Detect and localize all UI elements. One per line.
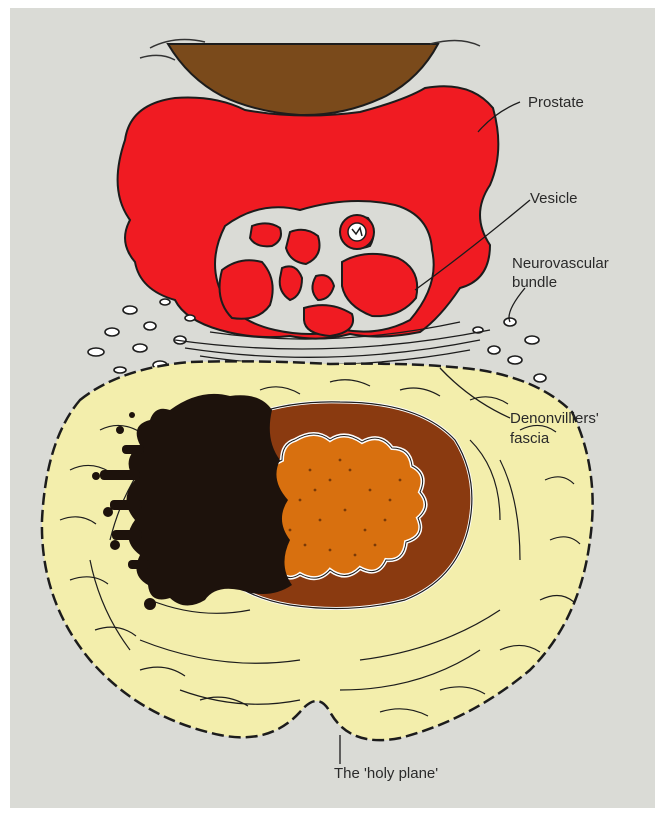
label-holy-plane: The 'holy plane'	[334, 765, 438, 782]
label-prostate: Prostate	[528, 94, 584, 111]
label-denonvilliers-line2: fascia	[510, 430, 550, 447]
label-vesicle: Vesicle	[530, 190, 578, 207]
prostate-region	[118, 40, 499, 339]
rectal-lumen	[264, 434, 425, 578]
label-neurovascular-line2: bundle	[512, 274, 557, 291]
label-denonvilliers-line1: Denonvilliers'	[510, 410, 599, 427]
leader-neurovascular	[509, 288, 525, 322]
label-neurovascular-line1: Neurovascular	[512, 255, 609, 272]
